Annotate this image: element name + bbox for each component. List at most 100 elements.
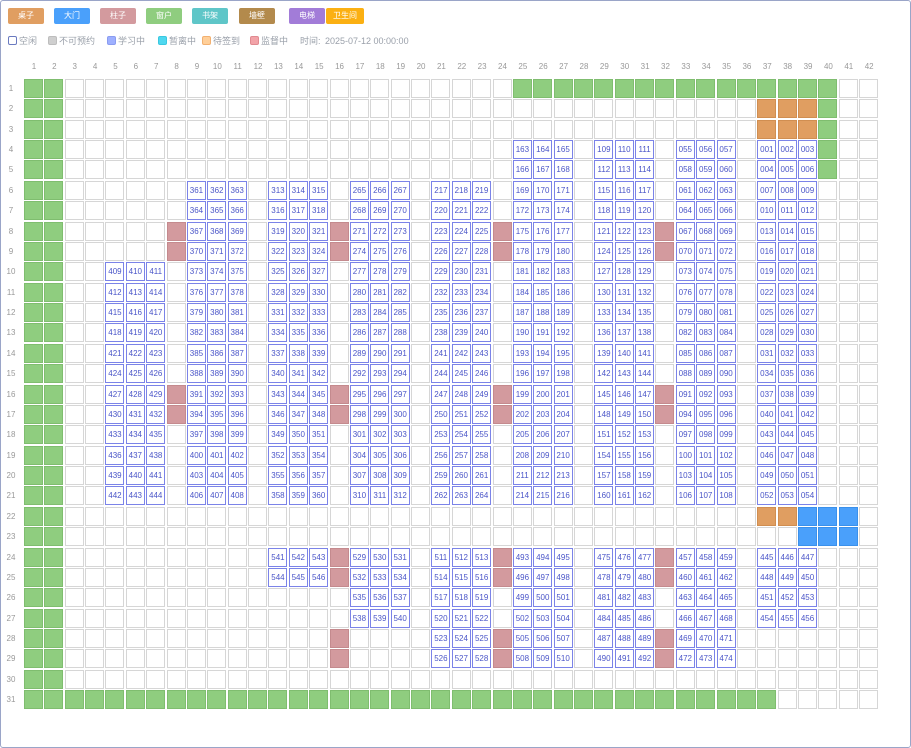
seat-cell[interactable]: 188: [533, 303, 553, 323]
seat-cell[interactable]: 295: [349, 384, 369, 404]
seat-cell[interactable]: 105: [716, 466, 736, 486]
seat-cell[interactable]: 194: [533, 343, 553, 363]
seat-cell[interactable]: 206: [533, 425, 553, 445]
seat-cell[interactable]: 024: [798, 282, 818, 302]
seat-cell[interactable]: 252: [472, 404, 492, 424]
seat-cell[interactable]: 438: [146, 445, 166, 465]
seat-cell[interactable]: 346: [268, 404, 288, 424]
seat-cell[interactable]: 326: [288, 262, 308, 282]
seat-cell[interactable]: 237: [472, 303, 492, 323]
seat-cell[interactable]: 136: [594, 323, 614, 343]
seat-cell[interactable]: 540: [390, 608, 410, 628]
seat-cell[interactable]: 011: [777, 201, 797, 221]
seat-cell[interactable]: 086: [696, 343, 716, 363]
seat-cell[interactable]: 371: [207, 241, 227, 261]
seat-cell[interactable]: 063: [716, 180, 736, 200]
seat-cell[interactable]: 081: [716, 303, 736, 323]
seat-cell[interactable]: 528: [472, 649, 492, 669]
seat-cell[interactable]: 287: [370, 323, 390, 343]
seat-cell[interactable]: 517: [431, 588, 451, 608]
seat-cell[interactable]: 225: [472, 221, 492, 241]
seat-cell[interactable]: 073: [675, 262, 695, 282]
seat-cell[interactable]: 530: [370, 547, 390, 567]
seat-cell[interactable]: 154: [594, 445, 614, 465]
seat-cell[interactable]: 079: [675, 303, 695, 323]
seat-cell[interactable]: 406: [186, 486, 206, 506]
seat-cell[interactable]: 545: [288, 567, 308, 587]
seat-cell[interactable]: 343: [268, 384, 288, 404]
seat-cell[interactable]: 531: [390, 547, 410, 567]
seat-cell[interactable]: 444: [146, 486, 166, 506]
seat-cell[interactable]: 217: [431, 180, 451, 200]
seat-cell[interactable]: 490: [594, 649, 614, 669]
seat-cell[interactable]: 158: [614, 466, 634, 486]
seat-cell[interactable]: 135: [635, 303, 655, 323]
seat-cell[interactable]: 166: [512, 160, 532, 180]
seat-cell[interactable]: 386: [207, 343, 227, 363]
seat-cell[interactable]: 173: [533, 201, 553, 221]
seat-cell[interactable]: 180: [553, 241, 573, 261]
seat-cell[interactable]: 115: [594, 180, 614, 200]
seat-cell[interactable]: 446: [777, 547, 797, 567]
seat-cell[interactable]: 211: [512, 466, 532, 486]
seat-cell[interactable]: 247: [431, 384, 451, 404]
seat-cell[interactable]: 347: [288, 404, 308, 424]
seat-cell[interactable]: 195: [553, 343, 573, 363]
seat-cell[interactable]: 522: [472, 608, 492, 628]
seat-cell[interactable]: 362: [207, 180, 227, 200]
seat-cell[interactable]: 138: [635, 323, 655, 343]
seat-cell[interactable]: 221: [451, 201, 471, 221]
seat-cell[interactable]: 264: [472, 486, 492, 506]
seat-cell[interactable]: 489: [635, 628, 655, 648]
seat-cell[interactable]: 176: [533, 221, 553, 241]
seat-cell[interactable]: 248: [451, 384, 471, 404]
seat-cell[interactable]: 408: [227, 486, 247, 506]
seat-cell[interactable]: 375: [227, 262, 247, 282]
seat-cell[interactable]: 092: [696, 384, 716, 404]
seat-cell[interactable]: 240: [472, 323, 492, 343]
seat-cell[interactable]: 260: [451, 466, 471, 486]
seat-cell[interactable]: 155: [614, 445, 634, 465]
seat-cell[interactable]: 032: [777, 343, 797, 363]
seat-cell[interactable]: 384: [227, 323, 247, 343]
seat-cell[interactable]: 202: [512, 404, 532, 424]
seat-cell[interactable]: 133: [594, 303, 614, 323]
seat-cell[interactable]: 049: [757, 466, 777, 486]
seat-cell[interactable]: 148: [594, 404, 614, 424]
seat-cell[interactable]: 534: [390, 567, 410, 587]
seat-cell[interactable]: 018: [798, 241, 818, 261]
seat-cell[interactable]: 008: [777, 180, 797, 200]
seat-cell[interactable]: 123: [635, 221, 655, 241]
seat-cell[interactable]: 275: [370, 241, 390, 261]
seat-cell[interactable]: 318: [309, 201, 329, 221]
seat-cell[interactable]: 144: [635, 364, 655, 384]
seat-cell[interactable]: 450: [798, 567, 818, 587]
seat-cell[interactable]: 100: [675, 445, 695, 465]
seat-cell[interactable]: 156: [635, 445, 655, 465]
seat-cell[interactable]: 238: [431, 323, 451, 343]
seat-cell[interactable]: 305: [370, 445, 390, 465]
seat-cell[interactable]: 184: [512, 282, 532, 302]
seat-cell[interactable]: 268: [349, 201, 369, 221]
seat-cell[interactable]: 348: [309, 404, 329, 424]
seat-cell[interactable]: 520: [431, 608, 451, 628]
seat-cell[interactable]: 312: [390, 486, 410, 506]
seat-cell[interactable]: 071: [696, 241, 716, 261]
seat-cell[interactable]: 332: [288, 303, 308, 323]
seat-cell[interactable]: 178: [512, 241, 532, 261]
seat-cell[interactable]: 427: [105, 384, 125, 404]
seat-cell[interactable]: 329: [288, 282, 308, 302]
seat-cell[interactable]: 099: [716, 425, 736, 445]
seat-cell[interactable]: 293: [370, 364, 390, 384]
seat-cell[interactable]: 503: [533, 608, 553, 628]
seat-cell[interactable]: 015: [798, 221, 818, 241]
seat-cell[interactable]: 098: [696, 425, 716, 445]
seat-cell[interactable]: 500: [533, 588, 553, 608]
seat-cell[interactable]: 447: [798, 547, 818, 567]
seat-cell[interactable]: 191: [533, 323, 553, 343]
seat-cell[interactable]: 192: [553, 323, 573, 343]
seat-cell[interactable]: 377: [207, 282, 227, 302]
seat-cell[interactable]: 462: [716, 567, 736, 587]
seat-cell[interactable]: 416: [125, 303, 145, 323]
seat-cell[interactable]: 179: [533, 241, 553, 261]
